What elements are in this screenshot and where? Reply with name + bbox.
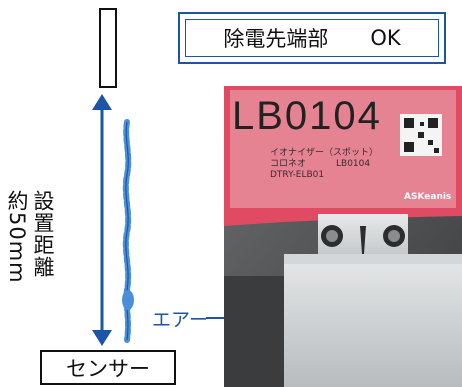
status-value: OK xyxy=(370,26,401,50)
sensor-box: センサー xyxy=(40,350,176,385)
status-panel-inner: 除電先端部 OK xyxy=(185,19,439,57)
qr-code-icon xyxy=(400,114,442,156)
tag-line-2: コロネオ LB0104 xyxy=(270,159,378,170)
sensor-label: センサー xyxy=(66,356,150,381)
installation-distance-label: 設置距離 約50mm xyxy=(4,190,56,284)
double-headed-arrow-icon xyxy=(92,94,112,346)
emitter-tip-shape xyxy=(99,8,117,88)
air-label: エアー xyxy=(152,309,208,331)
air-stream-icon xyxy=(122,119,134,343)
tag-code: LB0104 xyxy=(232,94,382,138)
device-photo-illustration xyxy=(224,86,462,387)
tag-line-1: イオナイザー（スポット） xyxy=(270,148,379,158)
tag-brand: ASKeanis xyxy=(404,192,452,202)
distance-label-line1: 設置距離 xyxy=(31,190,55,278)
distance-label-line2: 約50mm xyxy=(5,190,29,284)
status-panel: 除電先端部 OK xyxy=(178,12,446,64)
tag-details: イオナイザー（スポット） コロネオ LB0104 DTRY-ELB01 xyxy=(270,148,378,181)
tag-line-2a: コロネオ xyxy=(270,159,307,169)
tag-line-4: DTRY-ELB01 xyxy=(270,170,325,180)
tag-line-3: LB0104 xyxy=(336,159,371,169)
device-photo: LB0104 イオナイザー（スポット） コロネオ LB0104 DTRY-ELB… xyxy=(224,86,462,387)
status-label: 除電先端部 xyxy=(223,27,329,51)
